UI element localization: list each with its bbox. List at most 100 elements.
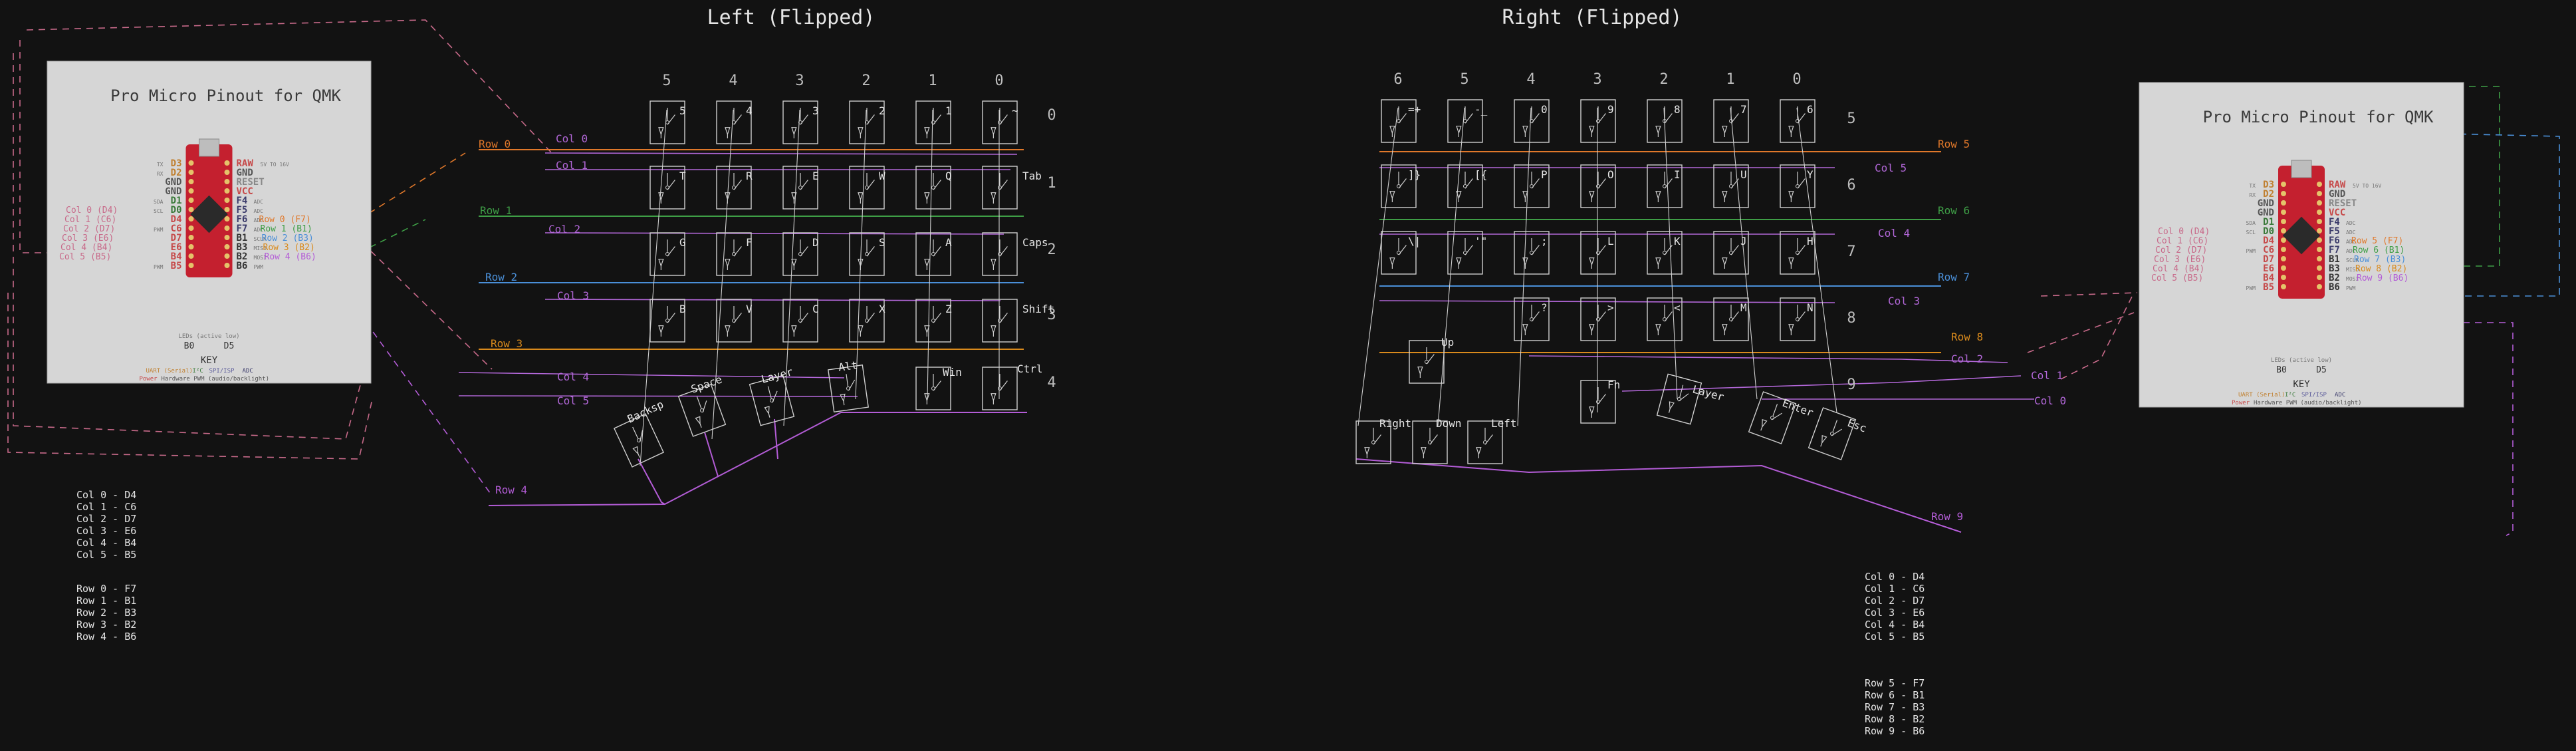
key-switch <box>915 100 951 144</box>
switch-contact-line <box>999 246 1008 257</box>
pin-label: VCC <box>237 186 253 197</box>
key-outline <box>1412 420 1448 464</box>
pin-pad <box>224 253 230 259</box>
key-outline <box>1381 164 1417 208</box>
key-label: M <box>1740 301 1747 314</box>
key-outline <box>716 166 752 210</box>
switch-contact-line <box>1464 245 1473 255</box>
column-hint: Col 3 (E6) <box>62 233 114 243</box>
pinout-left-panel: Pro Micro Pinout for QMKD3TXD2RXGNDGNDD1… <box>47 61 372 384</box>
key-column-trace <box>1730 107 1758 400</box>
key-label: 6 <box>1807 103 1814 116</box>
diode-icon <box>725 127 731 136</box>
diode-icon <box>791 259 797 267</box>
key-label: Enter <box>1781 396 1815 419</box>
pin-pad <box>2281 265 2286 271</box>
leds-note: LEDs (active low) <box>2271 357 2332 364</box>
key-switch <box>982 166 1018 210</box>
row-number: 8 <box>1847 310 1855 327</box>
key-switches <box>613 99 1857 468</box>
key-label: B <box>679 303 686 315</box>
key-outline <box>1713 99 1749 143</box>
pin-label: B6 <box>237 261 248 271</box>
legend-line: Row 8 - B2 <box>1865 713 1925 725</box>
led-pin: D5 <box>224 341 235 351</box>
switch-contact-line <box>1730 245 1739 255</box>
key-outline <box>716 299 752 343</box>
pin-label: B3 <box>237 242 248 253</box>
diode-icon <box>658 259 664 267</box>
pin-tag: MISO <box>254 245 267 251</box>
key-legend-item: Power <box>2232 400 2250 406</box>
pin-label: B1 <box>237 233 248 243</box>
key-title: KEY <box>2293 379 2310 390</box>
column-hint: Col 1 (C6) <box>64 215 116 225</box>
diode-icon <box>725 325 731 334</box>
switch-pivot-dot <box>1428 440 1432 444</box>
key-switch <box>1713 99 1749 143</box>
pin-tag: PWM <box>2246 285 2256 291</box>
key-outline <box>716 100 752 144</box>
diode-lead-line <box>1760 426 1763 431</box>
pin-pad <box>2281 284 2286 289</box>
key-switch <box>649 100 685 144</box>
key-legend-item: Hardware PWM (audio/backlight) <box>2254 400 2362 406</box>
diode-icon <box>1722 257 1728 266</box>
diode-icon <box>991 393 996 402</box>
switch-contact-line <box>999 180 1008 190</box>
column-hint: Col 1 (C6) <box>2157 236 2208 246</box>
diode-icon <box>1655 126 1661 134</box>
thumb-key-switch <box>1808 407 1857 460</box>
key-legend-item: UART (Serial) <box>2238 392 2285 398</box>
key-label: Down <box>1436 417 1462 430</box>
row-label: Row 7 <box>1938 271 1970 283</box>
pin-pad <box>188 263 194 268</box>
pin-pad <box>224 160 230 166</box>
key-outline <box>749 375 795 426</box>
legend-line: Col 1 - C6 <box>1865 583 1925 595</box>
key-outline <box>915 166 951 210</box>
row-number: 2 <box>1047 241 1056 258</box>
key-label: 8 <box>1674 103 1681 116</box>
switch-contact-line <box>800 114 808 125</box>
key-label: K <box>1674 235 1681 247</box>
key-label: Caps <box>1022 236 1048 249</box>
left-wire-routes <box>7 19 552 496</box>
diode-icon <box>791 325 797 334</box>
switch-contact-line <box>1426 354 1435 365</box>
key-label: Layer <box>760 365 794 386</box>
row-label: Row 9 <box>1931 510 1963 523</box>
row-hint: Row 4 (B6) <box>265 252 316 262</box>
key-label: S <box>879 236 885 249</box>
switch-pivot-dot <box>732 120 736 124</box>
key-outline <box>982 299 1018 343</box>
diode-icon <box>658 325 664 334</box>
legend-line: Col 5 - B5 <box>1865 631 1925 643</box>
key-label: P <box>1541 168 1548 181</box>
switch-contact-line <box>1664 178 1673 189</box>
pin-label: GND <box>2258 198 2274 209</box>
key-label: Q <box>945 170 952 182</box>
column-wire <box>458 372 845 378</box>
pin-label: GND <box>2258 208 2274 218</box>
pin-tag: PWM <box>154 264 164 270</box>
switch-contact-line <box>772 390 778 403</box>
switch-pivot-dot <box>1397 119 1401 123</box>
pin-pad <box>2317 182 2322 187</box>
column-number: 0 <box>995 73 1003 89</box>
diode-icon <box>1655 257 1661 266</box>
column-label: Col 0 <box>2034 394 2066 407</box>
key-switch <box>1514 231 1550 275</box>
switch-pivot-dot <box>665 120 669 124</box>
diode-icon <box>1589 191 1595 200</box>
row-wire <box>1355 458 1962 533</box>
key-label: D <box>812 236 819 249</box>
key-legend-item: SPI/ISP <box>2301 392 2327 398</box>
key-label: ; <box>1541 235 1548 247</box>
key-switch <box>849 299 885 343</box>
switch-contact-line <box>866 246 875 257</box>
diode-icon <box>791 192 797 201</box>
pin-label: D0 <box>2263 226 2274 237</box>
key-switch <box>1647 164 1683 208</box>
